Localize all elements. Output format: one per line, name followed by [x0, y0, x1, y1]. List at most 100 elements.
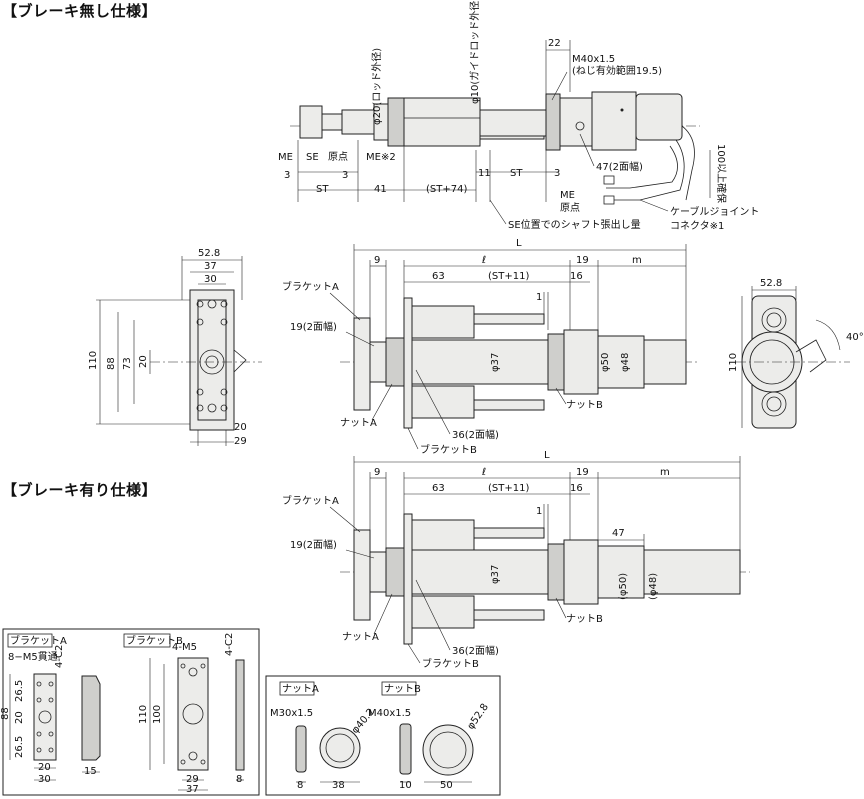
left-w52-8: 52.8: [198, 248, 220, 259]
dim-3c: 3: [554, 168, 560, 179]
mid-dia48: φ48: [620, 353, 631, 372]
bracket-a-t15: 15: [84, 766, 97, 777]
mid-st-11: (ST+11): [488, 271, 529, 282]
left-d20: 20: [234, 422, 247, 433]
thread-range-label: (ねじ有効範囲19.5): [572, 64, 662, 77]
nut-b-title: ナットB: [384, 683, 421, 695]
bracket-b-h100: 100: [152, 705, 163, 724]
mid-bracket-b: ブラケットB: [420, 443, 477, 456]
bracket-a-v26-5b: 26.5: [14, 736, 25, 758]
mid-dia37: φ37: [490, 353, 501, 372]
mid-dim-16: 16: [570, 271, 583, 282]
mid-wrench-36: 36(2面幅): [452, 428, 499, 441]
bracket-a-h88: 88: [0, 707, 11, 720]
bot-dim-47: 47: [612, 528, 625, 539]
shaft-note-label: SE位置でのシャフト張出し量: [508, 218, 641, 231]
left-h73: 73: [122, 357, 133, 370]
bottom-side-view: L 9 ℓ 19 m 63 (ST+11) 16 1 47: [282, 450, 750, 670]
nut-a-w38: 38: [332, 780, 345, 791]
right-angle: 40°: [846, 332, 864, 343]
me-right-label: ME: [560, 190, 575, 201]
mid-dim-63: 63: [432, 271, 445, 282]
bot-nut-b: ナットB: [566, 613, 603, 625]
mid-dim-9: 9: [374, 255, 380, 266]
bot-m: m: [660, 467, 670, 478]
bracket-a-v26-5a: 26.5: [14, 680, 25, 702]
left-h88: 88: [106, 357, 117, 370]
bracket-detail-box: ブラケットA 8−M5貫通 4-C2 88 26.5 20 26.5 20 30…: [0, 628, 260, 796]
bot-wrench-19: 19(2面幅): [290, 538, 337, 551]
with-brake-heading: 【ブレーキ有り仕様】: [2, 481, 158, 499]
bracket-a-title: ブラケットA: [10, 634, 67, 647]
right-h110: 110: [728, 353, 739, 372]
bot-dia50: (φ50): [618, 573, 629, 600]
nut-a-m30: M30x1.5: [270, 708, 313, 719]
bot-wrench-36: 36(2面幅): [452, 644, 499, 657]
wrench-47-label: 47(2面幅): [596, 160, 643, 173]
no-brake-heading: 【ブレーキ無し仕様】: [2, 2, 158, 20]
left-w37: 37: [204, 261, 217, 272]
st-mid-label: ST: [510, 168, 523, 179]
st-left-label: ST: [316, 184, 329, 195]
left-end-view: 52.8 37 30 110 88 73 20 20 29: [88, 248, 262, 447]
bot-dia37: φ37: [490, 565, 501, 584]
left-w30: 30: [204, 274, 217, 285]
top-view: 22 M40x1.5 (ねじ有効範囲19.5) φ20(ロッド外径) φ10(ガ…: [278, 0, 759, 232]
origin-left-label: 原点: [328, 151, 348, 163]
bot-ell: ℓ: [482, 467, 486, 478]
guide-rod-dia-label: φ10(ガイドロッド外径): [468, 0, 481, 104]
bracket-b-h110: 110: [138, 705, 149, 724]
bracket-a-holes: 8−M5貫通: [8, 651, 58, 663]
nut-b-w50: 50: [440, 780, 453, 791]
left-d29: 29: [234, 436, 247, 447]
me-note-label: ME※2: [366, 152, 396, 163]
bot-dim-63: 63: [432, 483, 445, 494]
bot-st-11: (ST+11): [488, 483, 529, 494]
m40-label: M40x1.5: [572, 54, 615, 65]
nut-a-title: ナットA: [282, 683, 319, 695]
bot-dia48: (φ48): [648, 573, 659, 600]
bracket-a-w20: 20: [38, 762, 51, 773]
mid-bracket-a: ブラケットA: [282, 280, 339, 293]
left-h110: 110: [88, 351, 99, 370]
connector-label: コネクタ※1: [670, 220, 724, 232]
bot-bracket-b: ブラケットB: [422, 657, 479, 670]
dim-3a: 3: [284, 170, 290, 181]
bracket-b-title: ブラケットB: [126, 634, 183, 647]
bracket-a-w30: 30: [38, 774, 51, 785]
dim-22: 22: [548, 38, 561, 49]
mid-m: m: [632, 255, 642, 266]
mid-wrench-19: 19(2面幅): [290, 320, 337, 333]
bot-dim-1: 1: [536, 506, 542, 517]
right-end-view: 52.8 110 40°: [728, 278, 864, 429]
bracket-b-w29: 29: [186, 774, 199, 785]
dim-3b: 3: [342, 170, 348, 181]
bracket-b-w37: 37: [186, 784, 199, 795]
nut-b-t10: 10: [399, 780, 412, 791]
bot-nut-a: ナットA: [342, 631, 379, 643]
mid-L: L: [516, 238, 522, 249]
over-100-label: 100以上確保: [715, 144, 728, 203]
bracket-b-t8: 8: [236, 774, 242, 785]
bot-L: L: [544, 450, 550, 461]
middle-side-view: L 9 ℓ 19 m 63 (ST+11) 16 1 ブラケットA 1: [282, 238, 700, 456]
bot-bracket-a: ブラケットA: [282, 494, 339, 507]
left-h20: 20: [138, 355, 149, 368]
dim-11: 11: [478, 168, 491, 179]
rod-dia-label: φ20(ロッド外径): [370, 48, 383, 125]
st-74-label: (ST+74): [426, 184, 467, 195]
bracket-a-v20: 20: [14, 711, 25, 724]
mid-dim-19: 19: [576, 255, 589, 266]
nut-detail-box: ナットA ナットB M30x1.5 M40x1.5 φ40.2 8 38 φ52…: [265, 675, 501, 796]
dim-41: 41: [374, 184, 387, 195]
bracket-b-chamfer: 4-C2: [224, 633, 235, 656]
se-label: SE: [306, 152, 319, 163]
bot-dim-19: 19: [576, 467, 589, 478]
mid-nut-b: ナットB: [566, 399, 603, 411]
mid-ell: ℓ: [482, 255, 486, 266]
right-w52-8: 52.8: [760, 278, 782, 289]
nut-b-m40: M40x1.5: [368, 708, 411, 719]
bot-dim-16: 16: [570, 483, 583, 494]
